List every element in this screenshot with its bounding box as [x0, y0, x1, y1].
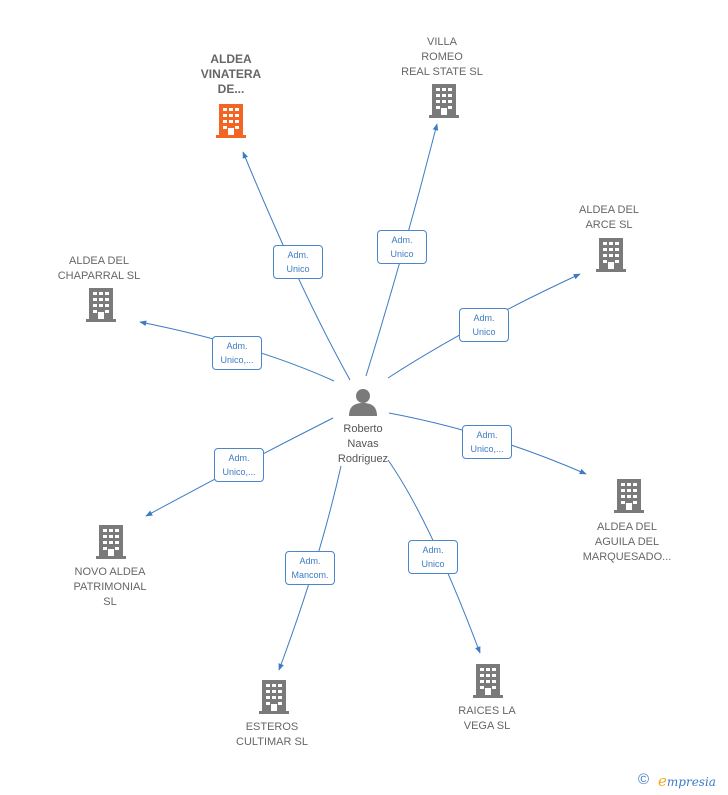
- relation-text: Unico: [390, 249, 414, 259]
- company-label-line: ALDEA: [210, 52, 252, 66]
- company-label-aldea-del-arce[interactable]: ALDEA DEL ARCE SL: [549, 203, 669, 233]
- person-name-line: Navas: [347, 438, 379, 450]
- building-icon[interactable]: [216, 104, 246, 138]
- edge-raices-la-vega: [387, 459, 481, 654]
- company-label-line: PATRIMONIAL: [73, 581, 147, 593]
- company-label-novo-aldea[interactable]: NOVO ALDEA PATRIMONIAL SL: [50, 565, 170, 610]
- brand-initial: e: [658, 772, 667, 790]
- company-label-line: ALDEA DEL: [597, 521, 657, 533]
- company-label-villa-romeo[interactable]: VILLA ROMEO REAL STATE SL: [382, 35, 502, 80]
- company-label-line: RAICES LA: [458, 705, 516, 717]
- relation-text: Unico,...: [222, 467, 256, 477]
- relation-badge-novo-aldea[interactable]: Adm. Unico,...: [214, 448, 264, 482]
- empresia-logo[interactable]: empresia: [658, 772, 716, 790]
- company-label-line: CHAPARRAL SL: [57, 270, 141, 282]
- relation-badge-raices-la-vega[interactable]: Adm. Unico: [408, 540, 458, 574]
- building-icon[interactable]: [86, 288, 116, 322]
- relation-text: Adm.: [287, 250, 309, 260]
- relation-badge-aldea-del-arce[interactable]: Adm. Unico: [459, 308, 509, 342]
- relation-text: Adm.: [476, 430, 498, 440]
- building-icon[interactable]: [596, 238, 626, 272]
- relation-text: Adm.: [473, 313, 495, 323]
- building-icon[interactable]: [259, 680, 289, 714]
- relation-text: Mancom.: [291, 570, 329, 580]
- relation-text: Unico,...: [470, 444, 504, 454]
- company-label-line: ALDEA DEL: [579, 204, 639, 216]
- person-icon: [349, 389, 377, 416]
- relation-text: Unico: [472, 327, 496, 337]
- relation-badge-esteros-cultimar[interactable]: Adm. Mancom.: [285, 551, 335, 585]
- relation-text: Unico,...: [220, 355, 254, 365]
- company-label-line: ALDEA DEL: [69, 255, 129, 267]
- building-icon[interactable]: [96, 525, 126, 559]
- company-label-line: ROMEO: [421, 51, 463, 63]
- company-label-line: MARQUESADO...: [582, 551, 672, 563]
- relation-badge-aldea-del-aguila[interactable]: Adm. Unico,...: [462, 425, 512, 459]
- copyright-icon: ©: [638, 771, 650, 788]
- company-label-esteros-cultimar[interactable]: ESTEROS CULTIMAR SL: [212, 720, 332, 750]
- person-name-line: Roberto: [343, 423, 383, 435]
- relation-text: Adm.: [391, 235, 413, 245]
- company-label-aldea-del-chaparral[interactable]: ALDEA DEL CHAPARRAL SL: [39, 254, 159, 284]
- relation-badge-aldea-del-chaparral[interactable]: Adm. Unico,...: [212, 336, 262, 370]
- building-icon[interactable]: [473, 664, 503, 698]
- company-label-raices-la-vega[interactable]: RAICES LA VEGA SL: [427, 704, 547, 734]
- company-label-line: DE...: [217, 82, 245, 96]
- brand-rest: mpresia: [666, 775, 716, 789]
- relation-text: Adm.: [422, 545, 444, 555]
- company-label-line: AGUILA DEL: [594, 536, 660, 548]
- company-label-line: VEGA SL: [463, 720, 511, 732]
- relation-badge-villa-romeo[interactable]: Adm. Unico: [377, 230, 427, 264]
- relation-text: Adm.: [228, 453, 250, 463]
- company-label-aldea-del-aguila[interactable]: ALDEA DEL AGUILA DEL MARQUESADO...: [567, 520, 687, 565]
- relation-badge-aldea-vinatera[interactable]: Adm. Unico: [273, 245, 323, 279]
- company-label-line: VINATERA: [200, 67, 262, 81]
- brand-footer: © empresia: [638, 771, 728, 791]
- company-label-line: CULTIMAR SL: [236, 736, 308, 748]
- building-icon[interactable]: [429, 84, 459, 118]
- relation-text: Unico: [421, 559, 445, 569]
- relation-text: Adm.: [299, 556, 321, 566]
- company-label-line: SL: [103, 596, 117, 608]
- company-label-line: NOVO ALDEA: [74, 566, 146, 578]
- company-label-line: REAL STATE SL: [401, 66, 483, 78]
- person-name-line: Rodriguez: [337, 453, 389, 465]
- company-label-line: ARCE SL: [585, 219, 633, 231]
- company-label-line: ESTEROS: [245, 721, 299, 733]
- person-name[interactable]: Roberto Navas Rodriguez: [313, 422, 413, 467]
- relation-text: Unico: [286, 264, 310, 274]
- relation-text: Adm.: [226, 341, 248, 351]
- company-label-line: VILLA: [427, 36, 457, 48]
- building-icon[interactable]: [614, 479, 644, 513]
